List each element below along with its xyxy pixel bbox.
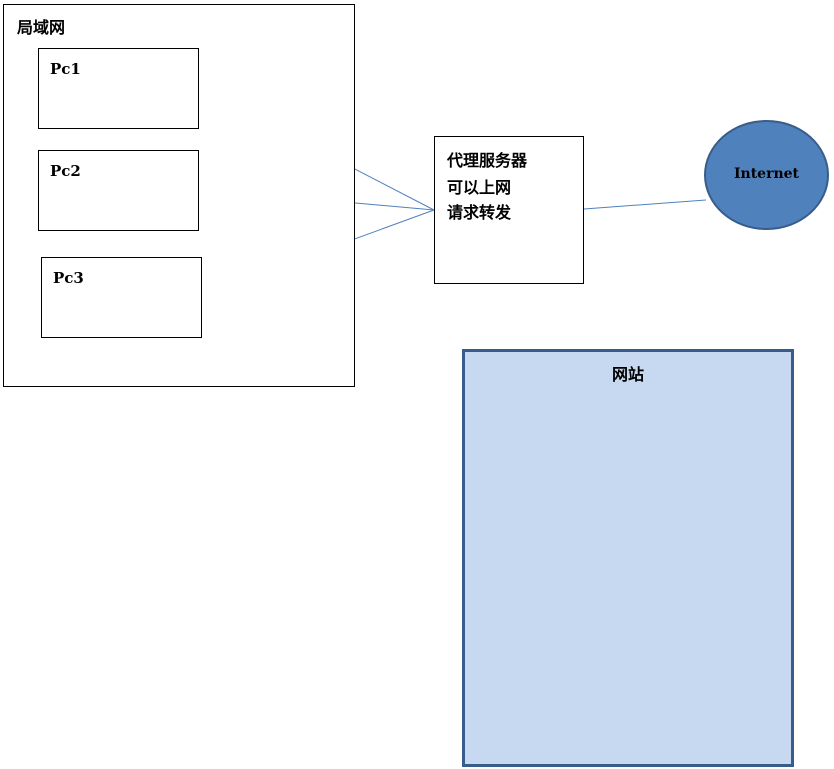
lan-title: 局域网 [17, 18, 66, 37]
internet-label: Internet [733, 166, 800, 182]
proxy-server-box: 代理服务器 可以上网 请求转发 [434, 136, 584, 284]
pc1-label: Pc1 [50, 60, 81, 78]
website-box: 网站 [462, 349, 794, 767]
proxy-capability: 可以上网 [447, 178, 512, 197]
pc1-box: Pc1 [38, 48, 199, 129]
pc3-box: Pc3 [41, 257, 202, 338]
proxy-function: 请求转发 [447, 203, 512, 222]
pc3-label: Pc3 [53, 269, 84, 287]
internet-node: Internet [704, 120, 829, 230]
proxy-title: 代理服务器 [447, 151, 528, 170]
website-label: 网站 [611, 365, 644, 384]
lan-container: 局域网 Pc1 Pc2 Pc3 [3, 4, 355, 387]
pc2-label: Pc2 [50, 162, 81, 180]
connector-proxy-internet [583, 199, 707, 210]
pc2-box: Pc2 [38, 150, 199, 231]
